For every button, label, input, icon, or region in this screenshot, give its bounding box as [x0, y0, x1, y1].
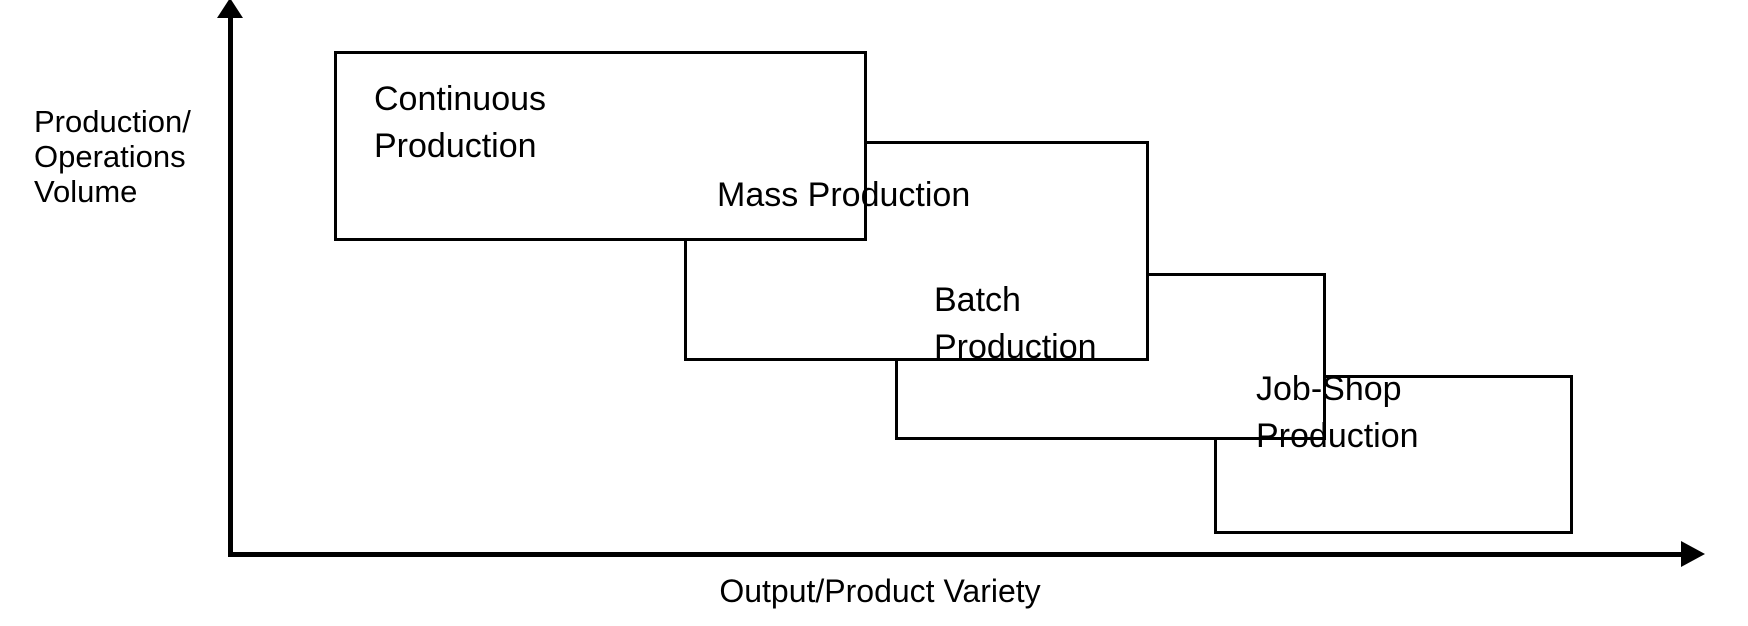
y-axis-arrowhead-icon	[217, 0, 243, 18]
stage-box-continuous-production	[334, 51, 867, 241]
y-axis-line	[228, 14, 233, 555]
x-axis-line	[228, 552, 1685, 557]
x-axis-arrowhead-icon	[1681, 541, 1705, 567]
y-axis-label: Production/ Operations Volume	[34, 104, 191, 209]
stage-label-mass-production: Mass Production	[717, 176, 971, 214]
stage-label-continuous-production: Continuous Production	[374, 80, 547, 165]
stage-label-batch-production: Batch Production	[934, 281, 1097, 366]
stage-label-job-shop-production: Job-Shop Production	[1256, 370, 1419, 455]
x-axis-label: Output/Product Variety	[719, 573, 1041, 609]
